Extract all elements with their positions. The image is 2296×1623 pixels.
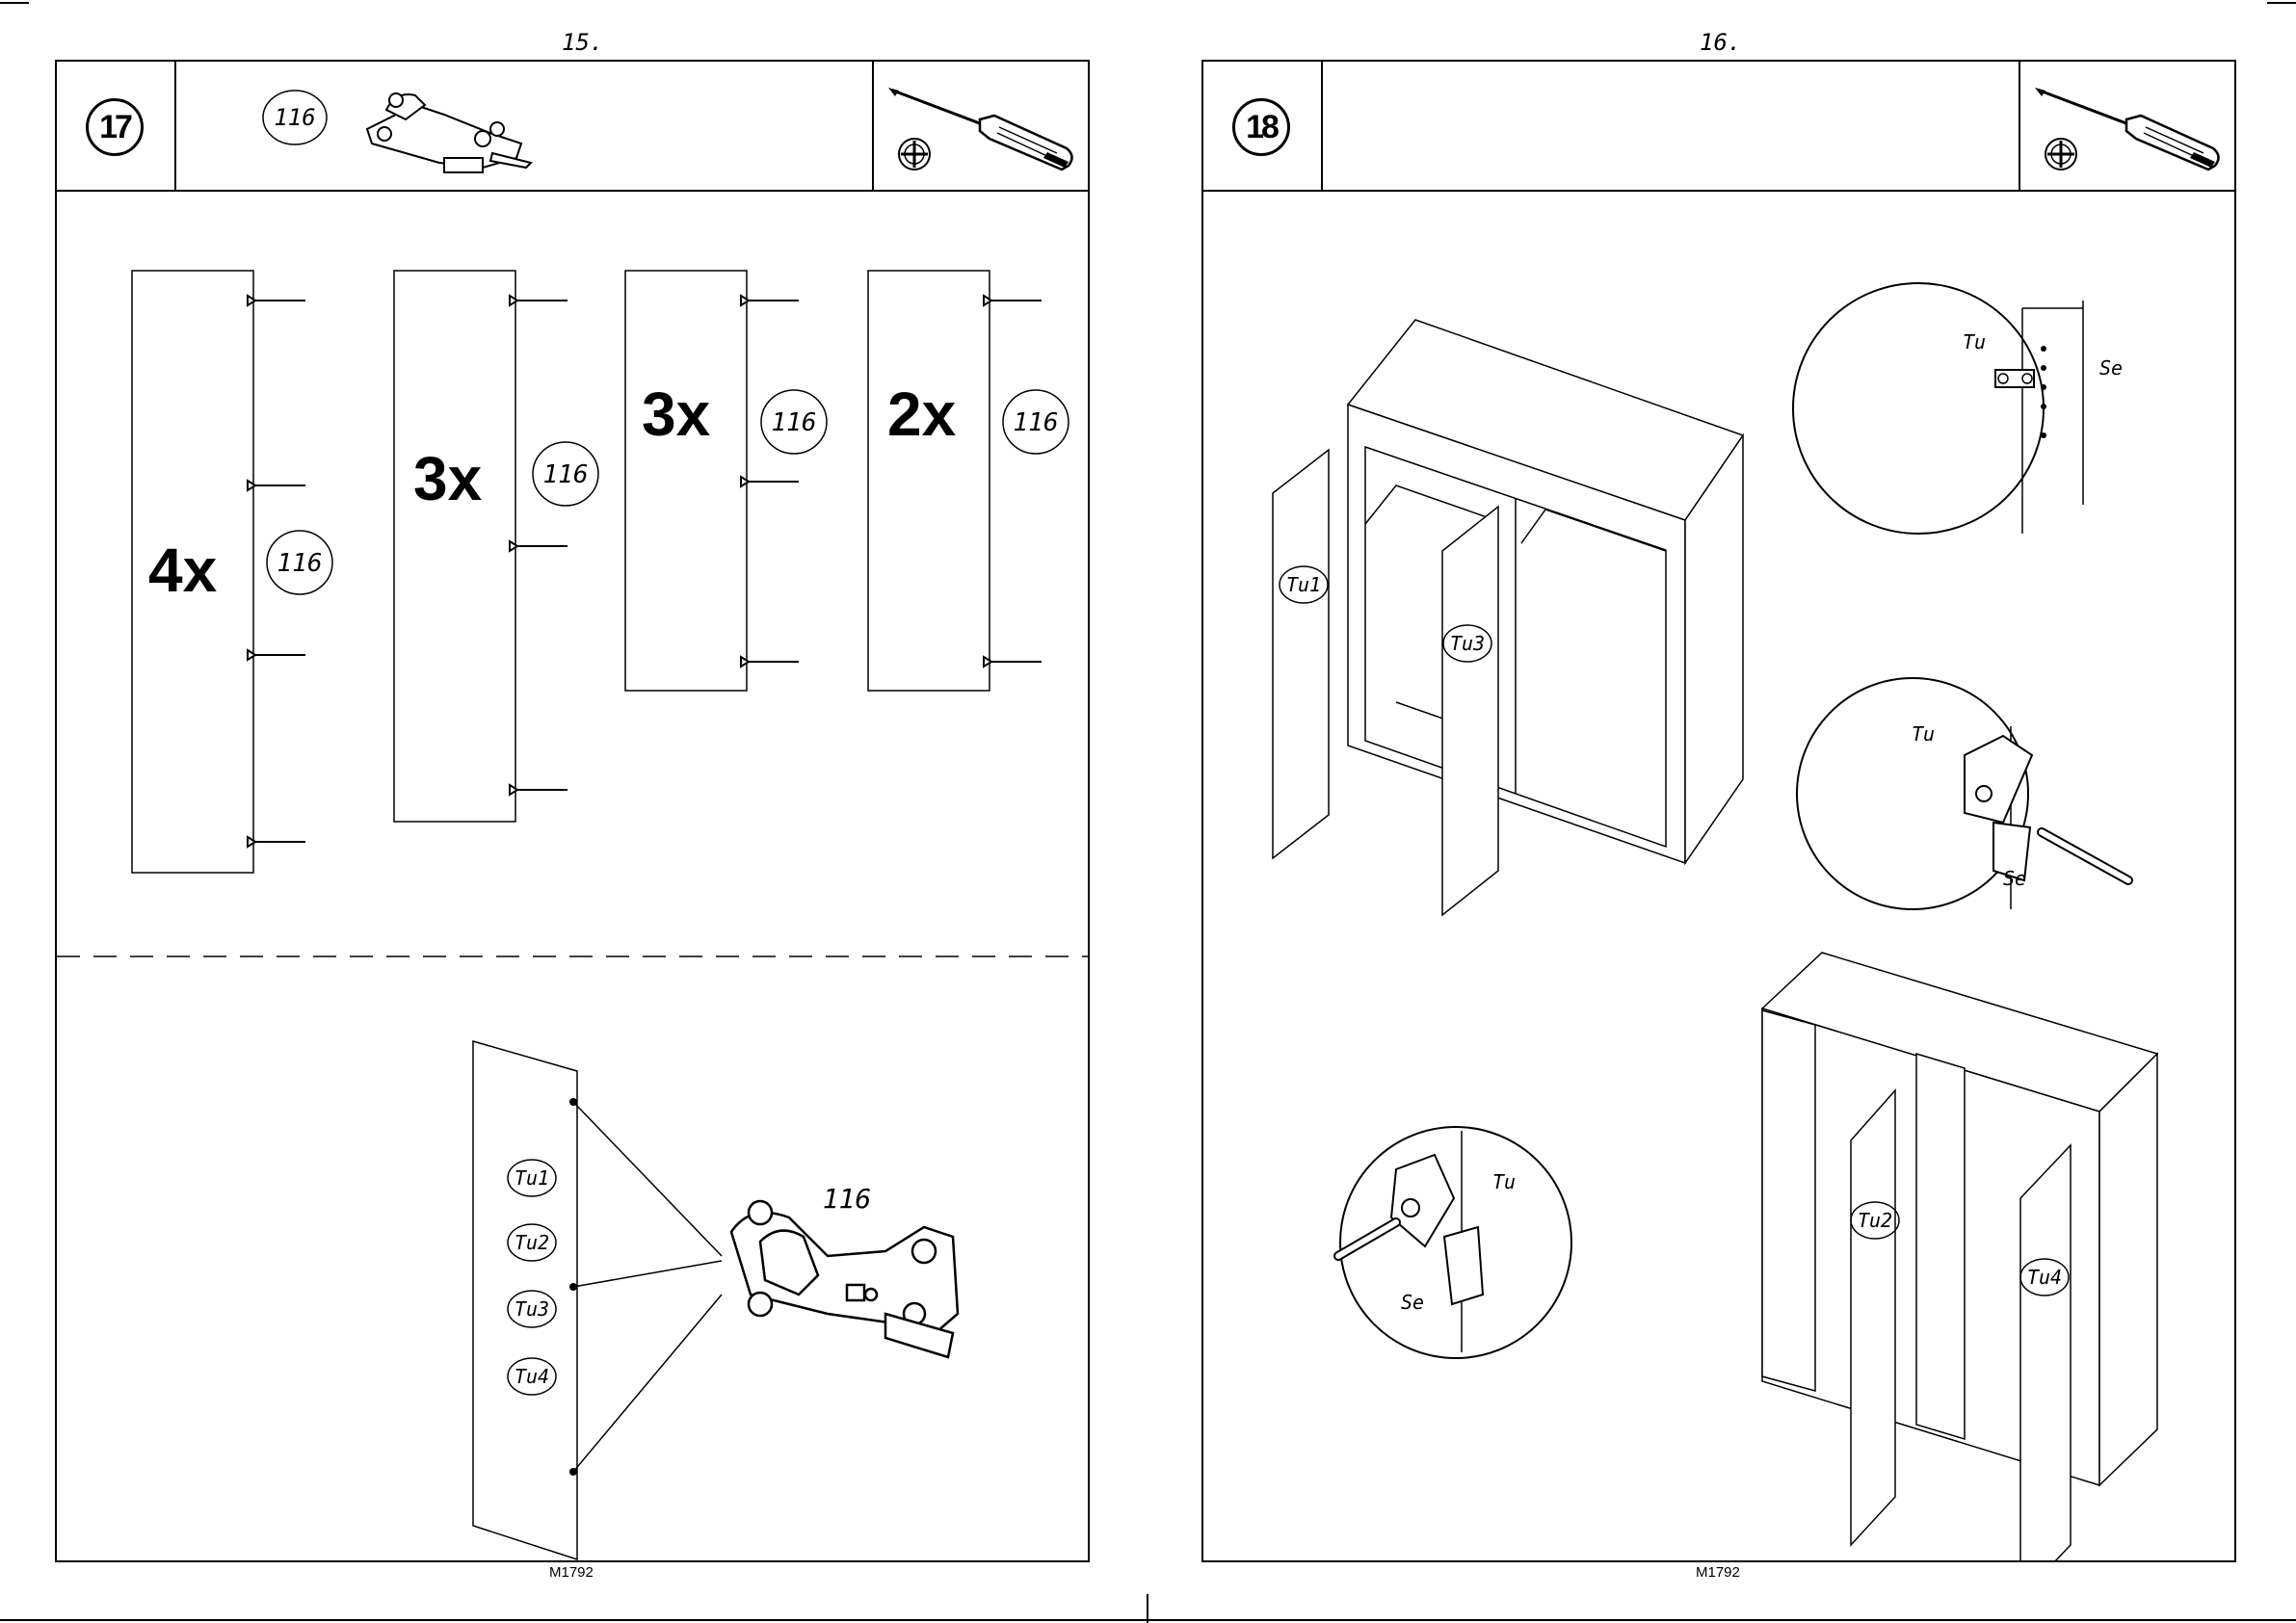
panel-3x-a: 3x 116 xyxy=(394,271,598,822)
door-label: Tu4 xyxy=(2027,1266,2062,1289)
part-number: 116 xyxy=(277,549,323,578)
door-label: Tu3 xyxy=(515,1297,549,1321)
footer-code-right: M1792 xyxy=(1696,1564,1740,1581)
part-number: 116 xyxy=(543,460,589,489)
door-label: Tu4 xyxy=(515,1365,549,1388)
detail-hinge-left: Tu Se xyxy=(1338,1127,1571,1358)
panel-2x: 2x 116 xyxy=(868,271,1069,691)
hinge-detail xyxy=(731,1201,958,1357)
detail-label: Tu xyxy=(1963,330,1986,353)
detail-label: Se xyxy=(1401,1291,1424,1314)
step-18-drawing: Tu1 Tu3 Tu Se Tu Se xyxy=(1203,62,2234,1560)
wardrobe-open xyxy=(1273,320,1743,915)
detail-label: Se xyxy=(2099,356,2123,380)
part-number: 116 xyxy=(1014,408,1059,437)
qty-label: 3x xyxy=(413,444,483,513)
step-17-drawing: 4x 116 3x 116 3x 116 xyxy=(57,62,1088,1560)
door-label: Tu2 xyxy=(1858,1209,1892,1232)
door-panel: Tu1 Tu2 Tu3 Tu4 xyxy=(473,1041,722,1559)
panel-3x-b: 3x 116 xyxy=(625,271,827,691)
detail-label: Se xyxy=(2003,867,2026,890)
hinge-part-number: 116 xyxy=(823,1183,872,1215)
page-left: 17 116 xyxy=(55,60,1090,1562)
detail-hinge-top: Tu Se xyxy=(1793,283,2123,534)
panel-4x: 4x 116 xyxy=(132,271,332,873)
detail-hinge-right: Tu Se xyxy=(1797,678,2128,909)
door-label: Tu3 xyxy=(1450,632,1485,655)
door-label: Tu1 xyxy=(515,1166,549,1190)
detail-label: Tu xyxy=(1492,1170,1516,1193)
detail-label: Tu xyxy=(1912,722,1935,746)
qty-label: 4x xyxy=(148,536,218,605)
part-number: 116 xyxy=(772,408,817,437)
qty-label: 2x xyxy=(887,380,957,449)
door-label: Tu2 xyxy=(515,1231,549,1254)
page-right: 18 xyxy=(1201,60,2236,1562)
footer-code-left: M1792 xyxy=(549,1564,594,1581)
wardrobe-doors xyxy=(1762,953,2157,1560)
qty-label: 3x xyxy=(642,380,711,449)
page-number-left: 15. xyxy=(562,29,603,56)
page-number-right: 16. xyxy=(1700,29,1741,56)
door-label: Tu1 xyxy=(1286,573,1321,596)
